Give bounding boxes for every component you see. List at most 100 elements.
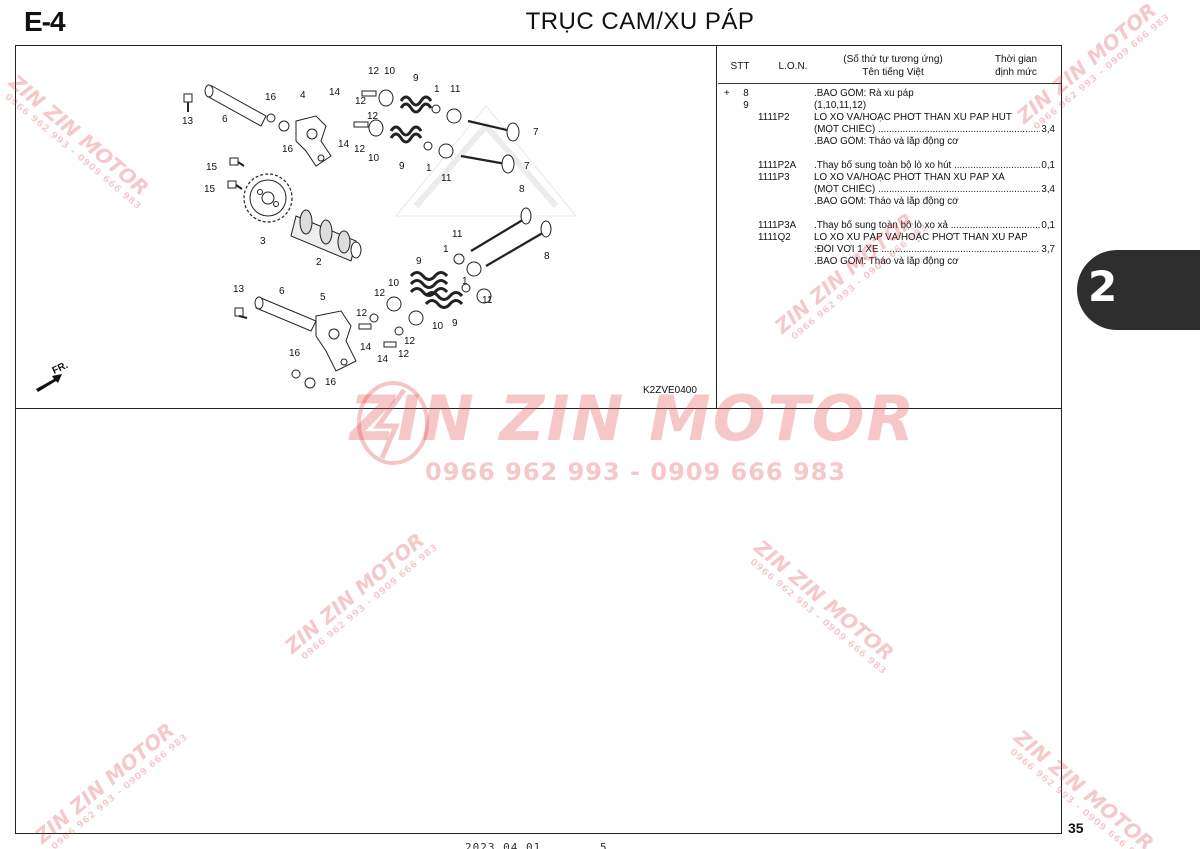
row-time: 3,7 <box>1040 244 1055 256</box>
washer-lower-2 <box>304 377 316 389</box>
callout: 16 <box>282 144 294 155</box>
row-lon: 1111P2A <box>758 160 797 171</box>
row-desc: .BAO GỒM: Tháo và lắp động cơ <box>814 136 959 147</box>
nut-lower <box>369 313 379 323</box>
upper-panel: 13 6 16 4 16 15 15 3 2 14 12 10 9 1 11 1… <box>16 46 1061 409</box>
parts-table: STT L.O.N. (Số thứ tự tương ứng) Tên tiế… <box>718 46 1061 409</box>
callout: 11 <box>450 84 461 95</box>
header-lon: L.O.N. <box>778 61 808 72</box>
page-frame: 13 6 16 4 16 15 15 3 2 14 12 10 9 1 11 1… <box>15 45 1062 834</box>
adjuster-screw-lower-2 <box>383 341 397 348</box>
row-desc: :ĐỐI VỚI 1 XE <box>814 244 1050 256</box>
callout: 3 <box>260 236 266 247</box>
valve-assembly-upper <box>353 89 520 174</box>
parts-row: +8.BAO GỒM: Rà xu páp <box>718 88 1061 100</box>
bolt-15-a <box>229 157 245 167</box>
callout: 10 <box>388 278 400 289</box>
row-time: 3,4 <box>1040 184 1055 196</box>
washer-upper <box>266 113 276 123</box>
parts-row: 1111P2A.Thay bổ sung toàn bộ lò xo hút0,… <box>718 160 1061 172</box>
row-stt: 9 <box>743 100 749 111</box>
diagram-code: K2ZVE0400 <box>643 385 697 396</box>
valves-8 <box>470 207 552 267</box>
section-tab <box>1077 250 1200 330</box>
callout: 6 <box>279 286 285 297</box>
callout: 14 <box>338 139 350 150</box>
header-name: Tên tiếng Việt <box>862 67 924 78</box>
callout: 11 <box>482 295 493 306</box>
callout: 13 <box>233 284 245 295</box>
row-mark: + <box>724 88 730 99</box>
adjuster-screw-lower <box>358 323 372 330</box>
parts-row: (MỘT CHIẾC)3,4 <box>718 184 1061 196</box>
callout: 16 <box>289 348 301 359</box>
rocker-shaft-upper <box>204 84 267 127</box>
footer-date: 2023.04.01 <box>465 841 542 849</box>
callout: 8 <box>519 184 525 195</box>
rocker-arm-lower <box>315 310 357 372</box>
row-desc: .BAO GỒM: Tháo và lắp động cơ <box>814 196 959 207</box>
parts-row: .BAO GỒM: Tháo và lắp động cơ <box>718 196 1061 208</box>
callout: 12 <box>354 144 366 155</box>
callout: 12 <box>404 336 416 347</box>
rocker-shaft-lower <box>254 296 317 332</box>
header-ref: (Số thứ tự tương ứng) <box>843 54 943 65</box>
header-time-2: định mức <box>995 67 1037 78</box>
parts-row: (MỘT CHIẾC)3,4 <box>718 124 1061 136</box>
callout: 10 <box>384 66 396 77</box>
front-arrow-icon: FR. <box>36 360 70 392</box>
callout: 7 <box>533 127 539 138</box>
row-desc: .Thay bổ sung toàn bộ lò xo hút <box>814 160 1050 172</box>
column-divider <box>716 46 718 409</box>
parts-row: 9 (1,10,11,12) <box>718 100 1061 112</box>
exploded-diagram: 13 6 16 4 16 15 15 3 2 14 12 10 9 1 11 1… <box>36 66 697 396</box>
callout: 16 <box>265 92 277 103</box>
callout: 12 <box>368 66 380 77</box>
callout: 12 <box>355 96 367 107</box>
row-desc: .BAO GỒM: Rà xu páp <box>814 88 914 99</box>
callout: 10 <box>432 321 444 332</box>
callout: 9 <box>413 73 419 84</box>
callout: 14 <box>329 87 341 98</box>
nut-lower-2 <box>394 326 404 336</box>
bolt-15-b <box>227 180 243 190</box>
callout: 12 <box>367 111 379 122</box>
callout: 12 <box>374 288 386 299</box>
callout: 7 <box>524 161 530 172</box>
callout: 1 <box>426 163 432 174</box>
parts-table-header: STT L.O.N. (Số thứ tự tương ứng) Tên tiế… <box>718 46 1061 84</box>
valve-assembly-lower <box>386 253 492 326</box>
parts-row: :ĐỐI VỚI 1 XE3,7 <box>718 244 1061 256</box>
row-lon: 1111P3A <box>758 220 797 231</box>
parts-row: 1111P3A .Thay bổ sung toàn bộ lò xo xả0,1 <box>718 220 1061 232</box>
callout: 14 <box>360 342 372 353</box>
section-tab-number: 2 <box>1088 262 1118 311</box>
callout: 8 <box>544 251 550 262</box>
section-code: E-4 <box>24 6 66 37</box>
row-desc: .Thay bổ sung toàn bộ lò xo xả <box>814 220 1050 232</box>
callout: 1 <box>462 276 468 287</box>
row-time: 3,4 <box>1040 124 1055 136</box>
bolt-lower <box>234 307 248 319</box>
parts-row: .BAO GỒM: Tháo và lắp động cơ <box>718 256 1061 268</box>
callout: 6 <box>222 114 228 125</box>
callout: 15 <box>204 184 216 195</box>
callout-labels: 13 6 16 4 16 15 15 3 2 14 12 10 9 1 11 1… <box>182 66 550 388</box>
row-time: 0,1 <box>1040 220 1055 232</box>
page-number: 35 <box>1068 820 1084 836</box>
callout: 10 <box>368 153 380 164</box>
callout: 2 <box>316 257 322 268</box>
callout: 4 <box>300 90 306 101</box>
parts-row <box>718 148 1061 160</box>
callout: 9 <box>452 318 458 329</box>
page-title: TRỤC CAM/XU PÁP <box>525 8 755 35</box>
row-desc: (1,10,11,12) <box>814 100 867 111</box>
footer-page: 5 <box>600 841 607 849</box>
row-desc: (MỘT CHIẾC) <box>814 124 1050 136</box>
washer-upper-2 <box>278 120 290 132</box>
row-desc: LÒ XO XU PÁP VÀ/HOẶC PHỚT THÂN XU PÁP <box>814 232 1028 243</box>
row-lon: 1111P2 <box>758 112 790 123</box>
callout: 13 <box>182 116 194 127</box>
